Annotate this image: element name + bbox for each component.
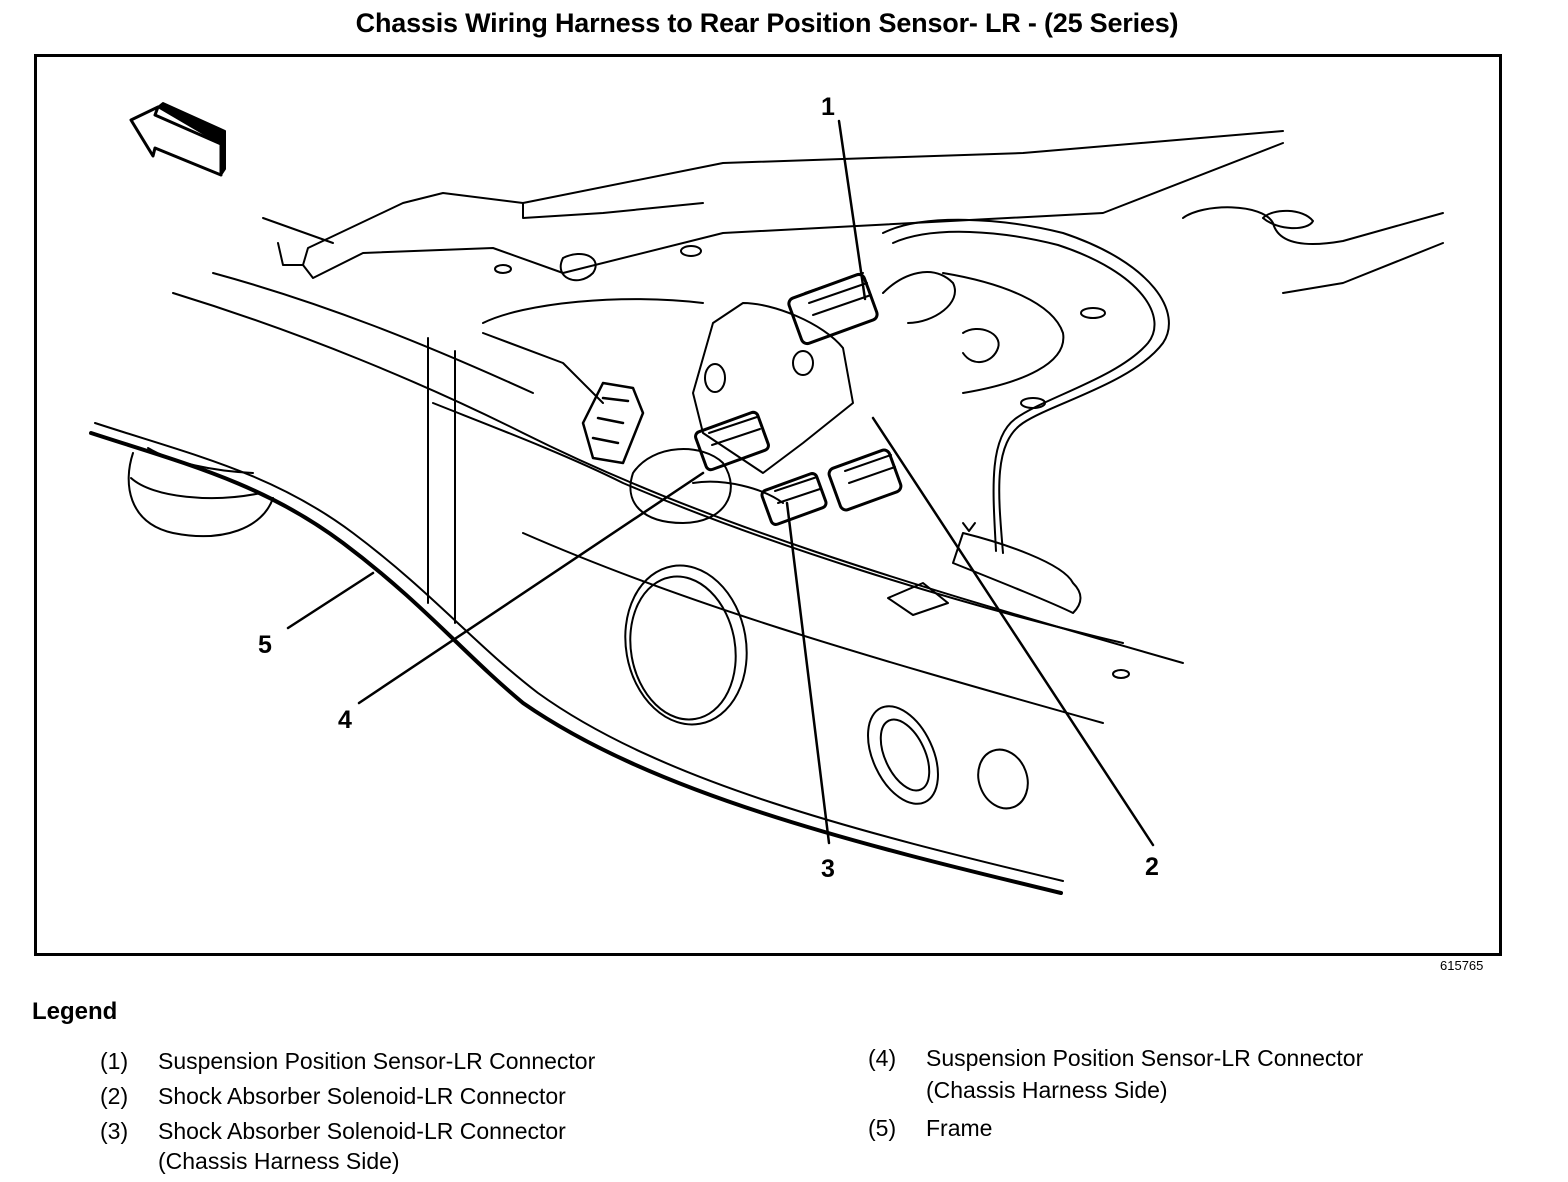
bump-stop xyxy=(127,447,274,537)
harness-clip xyxy=(581,381,645,465)
legend-number: (2) xyxy=(100,1083,129,1109)
legend-text-line2: (Chassis Harness Side) xyxy=(926,1077,1168,1103)
legend-text: Suspension Position Sensor-LR Connector xyxy=(926,1045,1364,1071)
figure-id: 615765 xyxy=(1440,958,1484,973)
callout-leaders xyxy=(286,119,1155,847)
connector-3 xyxy=(760,472,828,526)
sensor-bracket xyxy=(482,298,854,474)
callout-3: 3 xyxy=(821,855,835,883)
legend-text: Shock Absorber Solenoid-LR Connector xyxy=(158,1118,566,1144)
chassis-illustration: 1 2 3 4 5 xyxy=(89,93,1444,895)
connector-2 xyxy=(827,448,903,512)
callout-2: 2 xyxy=(1145,853,1159,881)
callout-5: 5 xyxy=(258,631,272,659)
direction-arrow-icon xyxy=(129,102,226,177)
legend-number: (1) xyxy=(100,1048,129,1074)
legend-text: Frame xyxy=(926,1115,993,1141)
wiring-harness xyxy=(629,271,1082,614)
legend-text: Shock Absorber Solenoid-LR Connector xyxy=(158,1083,566,1109)
legend-number: (5) xyxy=(868,1115,897,1141)
legend-title: Legend xyxy=(32,998,118,1025)
connector-4 xyxy=(694,410,770,472)
connector-1 xyxy=(787,272,879,346)
legend-text-line2: (Chassis Harness Side) xyxy=(158,1148,400,1174)
crossmember xyxy=(277,130,1444,294)
legend-number: (3) xyxy=(100,1118,129,1144)
callout-4: 4 xyxy=(338,706,352,734)
diagram-title: Chassis Wiring Harness to Rear Position … xyxy=(355,8,1179,38)
frame-rail xyxy=(89,217,1184,895)
legend-number: (4) xyxy=(868,1045,897,1071)
legend-text: Suspension Position Sensor-LR Connector xyxy=(158,1048,596,1074)
callout-1: 1 xyxy=(821,93,835,121)
frame-holes xyxy=(624,522,1130,810)
spring-pocket xyxy=(494,218,1170,554)
diagram-frame: 1 2 3 4 5 xyxy=(34,54,1502,956)
